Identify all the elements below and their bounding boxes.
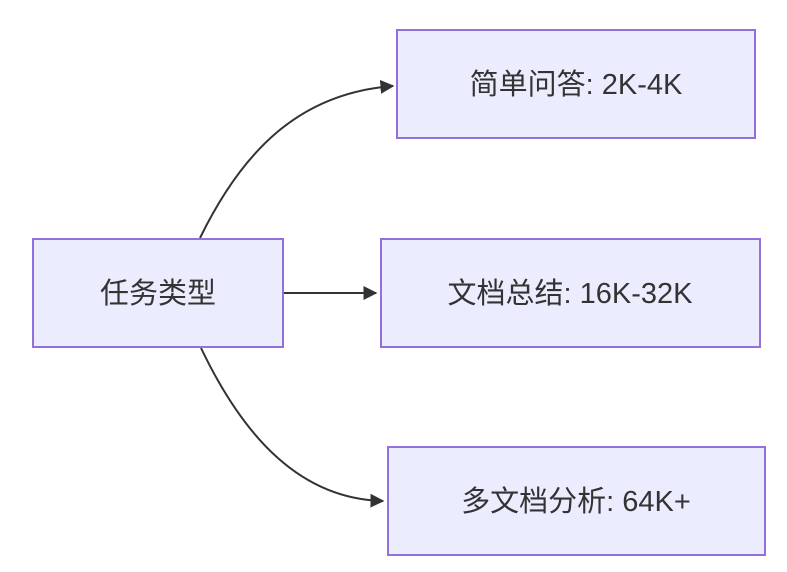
node-multidoc-analysis-label: 多文档分析: 64K+ — [461, 485, 691, 518]
node-simple-qa-box — [396, 29, 756, 139]
node-doc-summary: 文档总结: 16K-32K — [380, 238, 761, 348]
node-task-type-label: 任务类型 — [100, 277, 216, 310]
node-doc-summary-box — [380, 238, 761, 348]
node-simple-qa-label: 简单问答: 2K-4K — [470, 68, 683, 101]
node-multidoc-analysis-box — [387, 446, 766, 556]
edge-root-to-multidoc-analysis — [200, 347, 385, 508]
edge-root-to-simple-qa — [199, 79, 395, 239]
node-multidoc-analysis: 多文档分析: 64K+ — [387, 446, 766, 556]
node-simple-qa: 简单问答: 2K-4K — [396, 29, 756, 139]
node-task-type-box — [32, 238, 284, 348]
node-doc-summary-label: 文档总结: 16K-32K — [448, 277, 694, 310]
edge-group — [199, 79, 395, 508]
node-task-type: 任务类型 — [32, 238, 284, 348]
